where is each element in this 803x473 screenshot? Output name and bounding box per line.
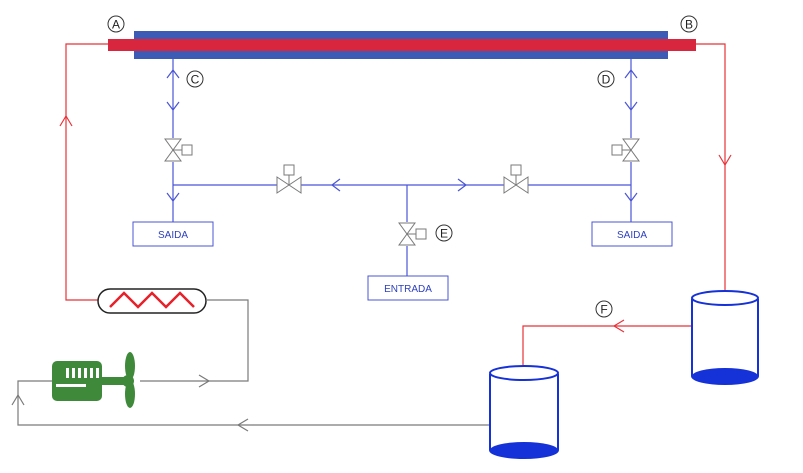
saida-left-label: SAIDA xyxy=(158,230,188,241)
point-label-c: C xyxy=(186,70,204,88)
svg-text:E: E xyxy=(440,227,448,241)
point-label-e: E xyxy=(435,224,453,242)
hot-loop-arrows xyxy=(59,114,732,333)
water-lines xyxy=(172,59,632,276)
valve-icon[interactable] xyxy=(503,164,529,194)
valve-icon[interactable] xyxy=(398,222,427,246)
point-label-b: B xyxy=(680,15,698,33)
tank-icon xyxy=(489,365,559,459)
hot-loop-lines xyxy=(65,43,726,365)
collector-pipe xyxy=(108,31,696,59)
valve-icon[interactable] xyxy=(611,138,640,162)
valve-icon[interactable] xyxy=(164,138,193,162)
tank-icon xyxy=(691,290,759,385)
saida-right-label: SAIDA xyxy=(617,230,647,241)
return-arrows xyxy=(11,374,249,432)
svg-text:F: F xyxy=(600,303,607,317)
svg-text:D: D xyxy=(602,73,611,87)
svg-text:B: B xyxy=(685,18,693,32)
point-label-a: A xyxy=(107,15,125,33)
svg-text:A: A xyxy=(112,18,120,32)
return-lines xyxy=(17,299,490,426)
saida-left-box: SAIDA xyxy=(132,221,214,247)
saida-right-box: SAIDA xyxy=(591,221,673,247)
pump-fan-icon xyxy=(52,352,135,408)
entrada-label: ENTRADA xyxy=(384,284,432,295)
heater-icon xyxy=(97,288,207,314)
entrada-box: ENTRADA xyxy=(367,275,449,301)
water-arrows xyxy=(166,69,638,202)
svg-text:C: C xyxy=(191,73,200,87)
valve-icon[interactable] xyxy=(276,164,302,194)
point-label-f: F xyxy=(595,300,613,318)
point-label-d: D xyxy=(597,70,615,88)
